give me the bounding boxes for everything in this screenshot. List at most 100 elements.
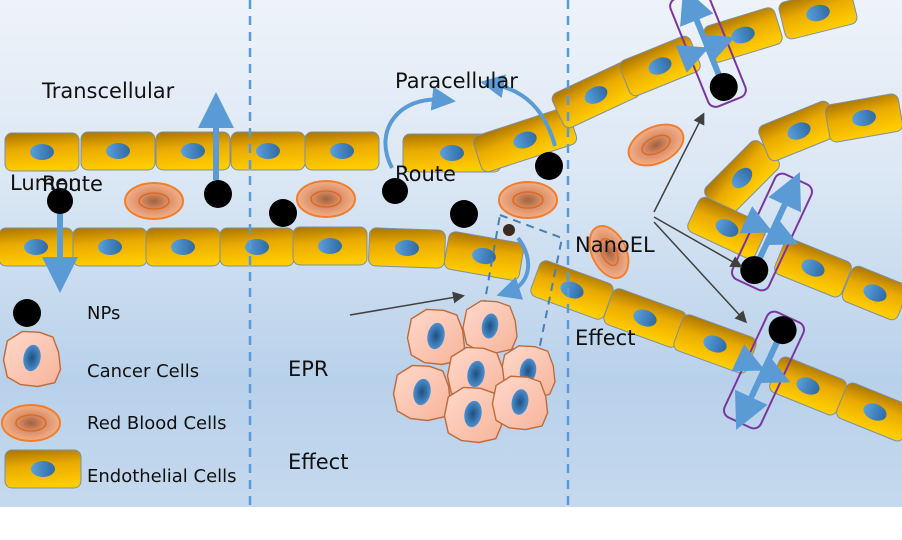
endothelial-nucleus [318,238,342,254]
endothelial-cell [219,227,295,267]
endothelial-nucleus [106,143,130,159]
endothelial-cell [292,226,368,266]
endothelial-cell [824,93,902,143]
epr-effect-label: EPR Effect [288,292,348,540]
nanoel-gap-1 [669,0,747,108]
rbc-center [512,191,544,209]
endothelial-cell [155,131,231,171]
cancer-nucleus [511,389,529,415]
nanoel-gap-arrow [675,34,735,73]
nanoparticle [740,256,769,285]
endothelial-nucleus [731,167,753,189]
endothelial-nucleus [863,403,887,421]
endothelial-cell [841,265,902,321]
cancer-cell [443,386,503,444]
cancer-cell [491,375,549,431]
endothelial-nucleus [715,219,739,237]
cancer-cell [392,364,452,422]
endothelial-cell [230,131,306,171]
endothelial-nucleus [806,4,830,22]
legend-label-nps: NPs [87,303,121,324]
cancer-nucleus [23,344,41,372]
endothelial-nucleus [796,377,820,395]
epr-line1: EPR [288,357,329,381]
endothelial-nucleus [648,57,672,75]
rbc-body [1,404,61,442]
cancer-nucleus [467,360,485,388]
endothelial-cell [80,131,156,171]
endothelial-cell [304,131,380,171]
red-blood-cell [498,181,558,219]
red-blood-cell [588,225,630,279]
endothelial-cell [368,227,446,269]
nanoparticle [382,178,408,204]
transcellular-route-label: Transcellular Route [42,14,174,262]
endothelial-nucleus [440,145,464,161]
endothelial-nucleus [513,131,537,149]
transcellular-line2: Route [42,172,103,196]
nanoparticle [47,188,73,214]
red-blood-cell [296,180,356,218]
rbc-body [498,181,558,219]
epr-pointer [349,291,465,316]
cancer-nucleus [481,313,499,339]
nanoel-effect-label: NanoEL Effect [575,168,655,416]
nanoparticle [535,152,563,180]
nanoel-pointer-1 [653,112,705,213]
legend-label-cancer-cells: Cancer Cells [87,361,200,382]
endothelial-nucleus [584,86,608,104]
rbc-center [15,414,47,432]
small-nanoparticle [503,224,515,236]
nanoel-pointer-2 [653,216,743,268]
legend-label-endothelial-cells: Endothelial Cells [87,466,237,487]
endothelial-cell [836,382,902,442]
rbc-center [310,190,342,208]
endothelial-nucleus [256,143,280,159]
red-blood-cell [627,123,685,167]
nanoel-line1: NanoEL [575,233,655,257]
endothelial-nucleus [863,284,887,302]
legend-label-red-blood-cells: Red Blood Cells [87,413,227,434]
nanoel-pointer-3 [653,221,748,324]
endothelial-nucleus [330,143,354,159]
nanoel-gap-3 [722,310,806,430]
cancer-nucleus [427,322,445,350]
rbc-body [296,180,356,218]
endothelial-cell [443,231,525,281]
nanoel-gap-arrow [731,344,791,384]
endothelial-nucleus [560,281,584,299]
endothelial-nucleus [98,239,122,255]
nanoparticle [709,72,738,101]
endothelial-cell-icon [4,449,82,489]
endothelial-nucleus [30,144,54,160]
endothelial-nucleus [171,239,195,255]
paracellular-arrow-1 [383,86,456,169]
rbc-center [138,192,170,210]
nanoel-gap-arrow [739,206,799,246]
endothelial-nucleus [633,309,657,327]
paracellular-route-label: Paracellular Route [395,4,518,252]
epr-arrow [496,236,531,300]
cancer-nucleus [464,400,482,428]
endothelial-cell [774,238,852,298]
rbc-body [124,182,184,220]
nanoparticle [768,316,797,345]
rbc-center [599,237,619,267]
paracellular-line2: Route [395,162,456,186]
endothelial-cell [703,7,783,63]
endothelial-nucleus [24,239,48,255]
endothelial-cell [72,227,148,267]
endothelial-nucleus [472,247,496,265]
nanoel-line2: Effect [575,326,636,350]
endothelial-nucleus [181,143,205,159]
cancer-cell [462,300,518,354]
endothelial-cell [4,132,80,172]
rbc-body [588,225,630,279]
red-blood-cell [124,182,184,220]
paracellular-arrow-2 [480,74,557,147]
endothelial-nucleus [801,259,825,277]
nanoel-gap-2 [730,172,814,292]
rbc-center [641,134,671,156]
lumen-label: Lumen [10,171,82,195]
endothelial-cell [551,61,641,129]
